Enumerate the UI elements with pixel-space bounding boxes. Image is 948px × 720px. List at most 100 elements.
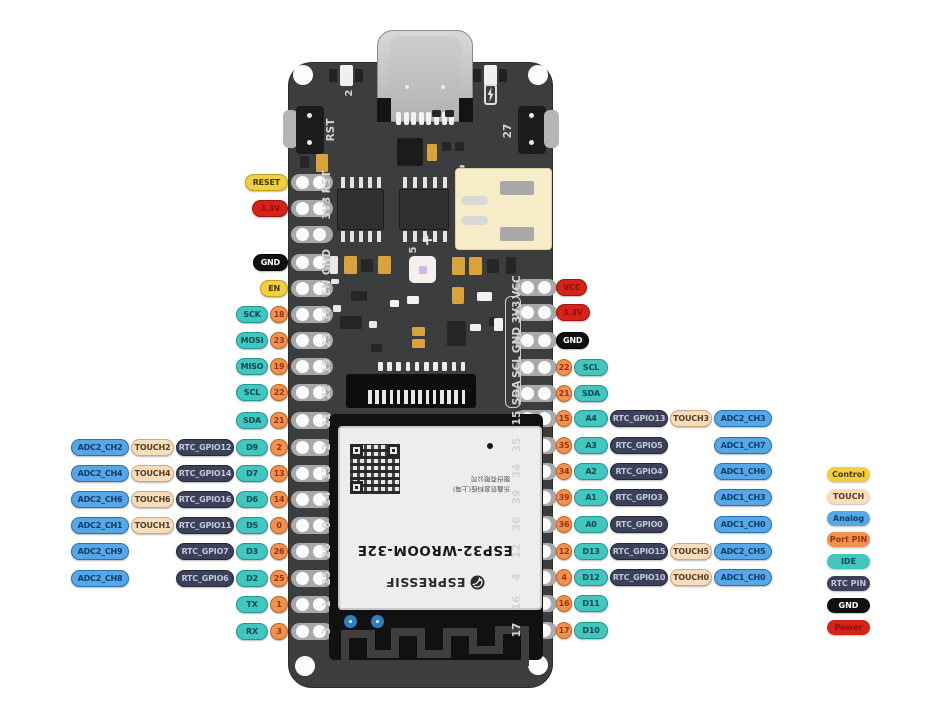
usb-pin	[449, 112, 455, 125]
fpc-pad	[442, 362, 447, 371]
pin-hole	[521, 333, 534, 347]
mounting-hole	[528, 655, 548, 675]
chip-pin	[443, 177, 447, 188]
usb-pin	[434, 112, 439, 125]
pin-label-ide: RX	[236, 622, 268, 640]
brand-name: ESPRESSIF	[385, 575, 466, 591]
pin-label-port: 1	[270, 595, 288, 613]
pin-label-analog: ADC2_CH9	[71, 542, 129, 560]
pin-label-gnd: GND	[252, 253, 288, 271]
chip-pin	[433, 231, 437, 242]
soic-chip	[337, 189, 384, 230]
chip-pin	[423, 177, 427, 188]
usb-solder-pad	[459, 98, 473, 122]
usb-pin	[441, 112, 447, 125]
chip-pin	[359, 231, 363, 242]
passive-component	[412, 327, 425, 336]
chip-pin	[350, 177, 354, 188]
battery-minus-label: -	[459, 157, 466, 175]
pin-label-rtc: RTC_GPIO11	[176, 516, 234, 534]
pin-label-touch: TOUCH1	[131, 516, 174, 534]
silk-pin-label: 17	[511, 622, 523, 638]
pin-hole	[313, 307, 326, 321]
fpc-pad	[405, 362, 411, 371]
pin-label-port: 19	[270, 357, 288, 375]
qr-finder	[387, 444, 400, 457]
passive-component	[371, 344, 382, 352]
passive-component	[489, 317, 498, 326]
pin-label-ide: A4	[574, 409, 608, 427]
chip-pin	[377, 177, 381, 188]
passive-component	[300, 156, 309, 168]
fpc-pad	[387, 362, 392, 371]
pin-hole	[296, 492, 309, 506]
pin-label-touch: TOUCH4	[131, 464, 174, 482]
pin-label-ide: D2	[236, 569, 268, 587]
pin-label-analog: ADC2_CH1	[71, 516, 129, 534]
fpc-contact	[368, 390, 372, 404]
pin-label-rtc: RTC_GPIO14	[176, 464, 234, 482]
pin-label-rtc: RTC_GPIO0	[610, 515, 668, 533]
legend-item-power: Power	[827, 619, 870, 635]
pin-label-rtc: RTC_GPIO16	[176, 490, 234, 508]
silk-label-27: 27	[502, 123, 514, 139]
status-led-core	[419, 266, 427, 274]
pin-hole	[296, 385, 309, 399]
passive-component	[455, 142, 464, 151]
fpc-pad	[396, 362, 401, 371]
i2c-port-silk-box	[505, 296, 521, 408]
passive-component	[333, 305, 341, 312]
pin-label-ide: SCL	[574, 358, 608, 376]
pin-label-rtc: RTC_GPIO7	[176, 542, 234, 560]
silk-label-2: 2	[344, 89, 355, 97]
usb-rivet	[405, 85, 409, 89]
pin-label-ide: SCL	[236, 383, 268, 401]
pin-label-control: RESET	[244, 173, 288, 191]
pin-hole	[521, 386, 534, 400]
pin-label-analog: ADC1_CH0	[714, 568, 772, 586]
pin-label-port: 18	[270, 305, 288, 323]
pin-hole	[313, 466, 326, 480]
passive-component	[432, 110, 441, 117]
pin-hole	[296, 333, 309, 347]
chip-pin	[350, 231, 354, 242]
company-line1: 乐鑫信息科技(上海)	[452, 485, 510, 493]
pin-hole	[313, 624, 326, 638]
pin-label-rtc: RTC_GPIO3	[610, 488, 668, 506]
fpc-contact	[418, 390, 422, 404]
module-brand: ESPRESSIF	[370, 574, 500, 592]
legend-item-touch: TOUCH	[827, 488, 870, 504]
pin-hole	[313, 201, 326, 215]
pin-label-ide: A3	[574, 436, 608, 454]
charge-led	[484, 65, 497, 86]
passive-component	[442, 142, 451, 151]
pin-label-port: 0	[270, 516, 288, 534]
passive-component	[469, 257, 482, 275]
usb-pin	[411, 112, 417, 125]
pin-label-port: 13	[270, 464, 288, 482]
passive-component	[452, 257, 465, 275]
reset-button-tab	[283, 110, 298, 148]
pin-label-touch: TOUCH6	[131, 490, 174, 508]
led-pad	[499, 69, 507, 82]
pin-hole	[313, 385, 326, 399]
pin-label-ide: MOSI	[236, 331, 268, 349]
pin-hole	[296, 175, 309, 189]
led-pad	[329, 69, 337, 82]
pin-label-power: 3.3V	[556, 303, 590, 321]
pin-hole	[296, 307, 309, 321]
pin-label-ide: TX	[236, 595, 268, 613]
pin-label-ide: SDA	[574, 384, 608, 402]
passive-component	[412, 339, 425, 348]
button-dot	[529, 140, 534, 145]
pin-hole	[521, 360, 534, 374]
module-company-text: 乐鑫信息科技(上海) 股份有限公司	[428, 470, 510, 494]
pin-label-port: 35	[556, 436, 572, 454]
chip-pin	[368, 177, 372, 188]
passive-component	[445, 110, 454, 117]
pin-hole	[296, 466, 309, 480]
legend-item-gnd: GND	[827, 597, 870, 613]
pin-label-port: 22	[270, 383, 288, 401]
pin-label-port: 12	[556, 542, 572, 560]
pin-label-analog: ADC1_CH3	[714, 488, 772, 506]
